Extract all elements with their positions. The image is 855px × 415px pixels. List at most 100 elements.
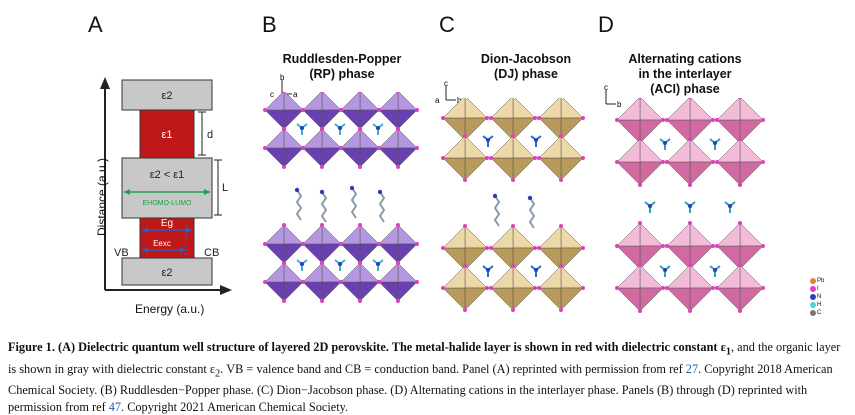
aci-octahedron <box>615 263 665 313</box>
label-d: d <box>207 129 213 141</box>
legend-dot <box>810 278 816 284</box>
label-eps-compare: ε2 < ε1 <box>150 169 185 181</box>
rp-octahedron <box>377 223 419 265</box>
rp-cation <box>334 123 346 135</box>
aci-octahedron <box>615 98 665 145</box>
rp-octahedron <box>377 127 419 169</box>
dj-octahedron <box>489 98 537 142</box>
svg-text:a: a <box>293 90 298 99</box>
dj-octahedron <box>537 264 585 312</box>
rp-cation <box>334 259 346 271</box>
svg-text:c: c <box>444 80 448 88</box>
legend-item: I <box>810 285 824 293</box>
panel-a-letter: A <box>88 12 103 37</box>
label-eps1: ε1 <box>161 129 172 141</box>
x-axis-label: Energy (a.u.) <box>135 302 205 316</box>
rp-octahedron <box>301 127 343 169</box>
rp-octahedron <box>263 223 305 265</box>
label-vb: VB <box>114 247 129 259</box>
aci-octahedron <box>665 137 715 187</box>
panel-b-letter: B <box>262 12 277 37</box>
dj-organic-chain <box>492 193 501 227</box>
svg-text:a: a <box>435 96 440 105</box>
dj-cation <box>482 135 494 147</box>
dj-octahedron <box>537 224 585 272</box>
aci-cation <box>724 201 736 213</box>
rp-octahedron <box>263 127 305 169</box>
rp-cation <box>372 259 384 271</box>
aci-octahedron <box>615 137 665 187</box>
organic-layer-middle <box>121 157 213 219</box>
rp-crystal-structure <box>263 92 419 303</box>
rp-octahedron <box>339 223 381 265</box>
svg-text:c: c <box>604 84 608 92</box>
dj-axes-indicator: c a b <box>435 80 462 105</box>
aci-crystal-structure <box>615 98 765 313</box>
aci-cation <box>659 265 671 277</box>
legend-label: Pb <box>817 278 825 284</box>
rp-cation <box>372 123 384 135</box>
quantum-well-diagram: ε2 ε1 d ε2 < ε1 L EHOMO-LUMO Eg Eexc ε2 … <box>100 77 232 295</box>
dj-octahedron <box>537 98 585 142</box>
rp-octahedron <box>263 261 305 303</box>
metal-halide-layer-bottom <box>139 217 195 259</box>
rp-phase-title: Ruddlesden-Popper(RP) phase <box>282 52 402 81</box>
aci-octahedron <box>715 263 765 313</box>
aci-octahedron <box>715 137 765 187</box>
x-axis-arrow <box>220 285 232 295</box>
aci-cation <box>709 138 721 150</box>
legend-dot <box>810 310 816 316</box>
rp-organic-chain <box>319 189 328 223</box>
label-homo-lumo: EHOMO-LUMO <box>143 200 193 207</box>
rp-octahedron <box>377 92 419 131</box>
y-axis-arrow <box>100 77 110 89</box>
legend-dot <box>810 286 816 292</box>
legend-label: H <box>817 302 822 308</box>
rp-organic-chain <box>349 185 358 219</box>
legend-label: C <box>817 310 822 316</box>
rp-organic-chain <box>294 187 303 221</box>
rp-organic-chain <box>377 189 386 223</box>
svg-text:c: c <box>270 90 274 99</box>
dj-octahedron <box>441 134 489 182</box>
aci-octahedron <box>715 98 765 145</box>
dj-cation <box>482 265 494 277</box>
panel-d-letter: D <box>598 12 614 37</box>
y-axis-label: Distance (a.u.) <box>95 157 109 237</box>
metal-halide-layer-top <box>139 109 195 159</box>
aci-cation <box>709 265 721 277</box>
label-cb: CB <box>204 247 219 259</box>
legend-label: I <box>817 286 819 292</box>
svg-text:b: b <box>617 100 622 109</box>
legend-item: C <box>810 309 824 317</box>
label-eps2-bottom: ε2 <box>161 267 172 279</box>
dj-octahedron <box>441 264 489 312</box>
legend-dot <box>810 294 816 300</box>
aci-octahedron <box>665 263 715 313</box>
dj-phase-title: Dion-Jacobson(DJ) phase <box>480 52 572 81</box>
rp-octahedron <box>377 261 419 303</box>
rp-cation <box>296 259 308 271</box>
svg-text:b: b <box>457 96 462 105</box>
dj-octahedron <box>489 224 537 272</box>
organic-layer-top <box>121 79 213 111</box>
legend-item: Pb <box>810 277 824 285</box>
figure-caption: Figure 1. (A) Dielectric quantum well st… <box>8 340 841 414</box>
dj-organic-chain <box>527 195 536 229</box>
aci-axes-indicator: c b <box>604 84 622 109</box>
dj-octahedron <box>441 224 489 272</box>
legend-item: H <box>810 301 824 309</box>
rp-cation <box>296 123 308 135</box>
legend-item: N <box>810 293 824 301</box>
legend-label: N <box>817 294 822 300</box>
svg-text:b: b <box>280 74 285 82</box>
aci-cation <box>659 138 671 150</box>
dj-cation <box>530 265 542 277</box>
label-eexc: Eexc <box>153 239 171 248</box>
rp-octahedron <box>301 261 343 303</box>
aci-octahedron <box>615 221 665 271</box>
dj-octahedron <box>489 134 537 182</box>
aci-octahedron <box>665 221 715 271</box>
rp-octahedron <box>301 223 343 265</box>
